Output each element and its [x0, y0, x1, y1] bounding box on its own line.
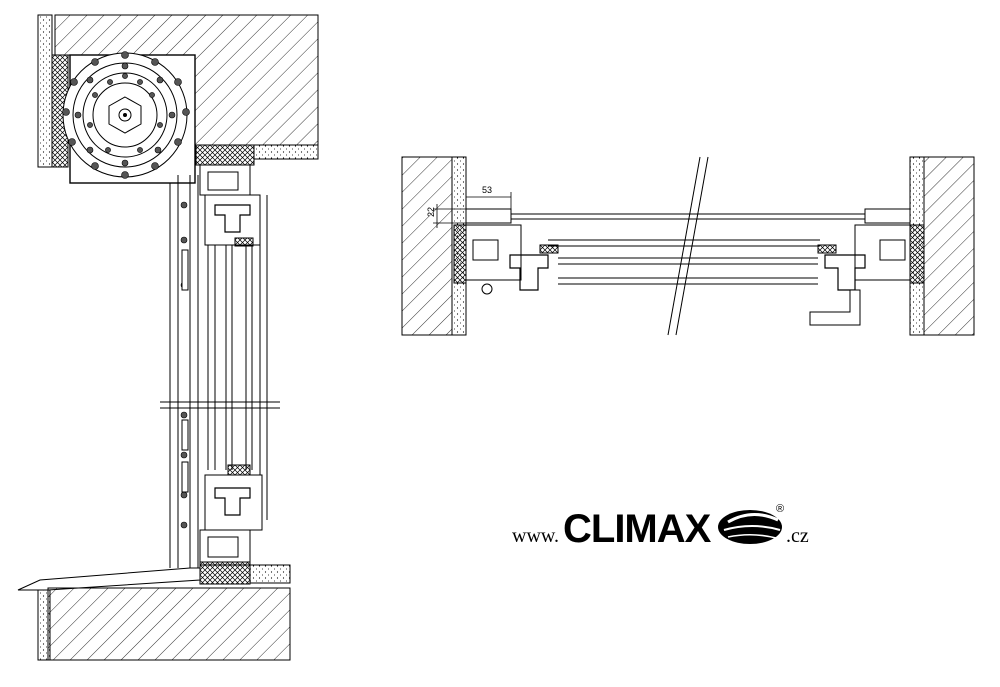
- right-wall: [923, 156, 975, 336]
- frame-head: [195, 144, 255, 166]
- dimension-height-label: 22: [426, 207, 436, 217]
- right-frame: [854, 224, 911, 281]
- horizontal-section: [401, 156, 975, 336]
- logo-registered: ®: [776, 503, 784, 515]
- slat-rivets: [62, 51, 190, 179]
- handle: [809, 289, 861, 326]
- logo-suffix: .cz: [786, 525, 809, 547]
- left-frame: [465, 224, 522, 281]
- wall-plaster: [37, 14, 53, 168]
- logo-prefix: www.: [512, 525, 559, 547]
- sill-block: [199, 561, 251, 585]
- lower-wall: [47, 587, 291, 661]
- dimension-width-label: 53: [482, 185, 492, 195]
- logo-swirl-icon: [718, 510, 782, 544]
- outer-sill: [17, 567, 201, 591]
- slat-roll: [62, 52, 188, 178]
- climax-logo: www. CLIMAX ® .cz: [512, 503, 809, 551]
- curtain-slats: [180, 201, 188, 529]
- left-wall: [401, 156, 453, 336]
- vertical-section: [17, 14, 319, 661]
- logo-brand: CLIMAX: [563, 507, 712, 551]
